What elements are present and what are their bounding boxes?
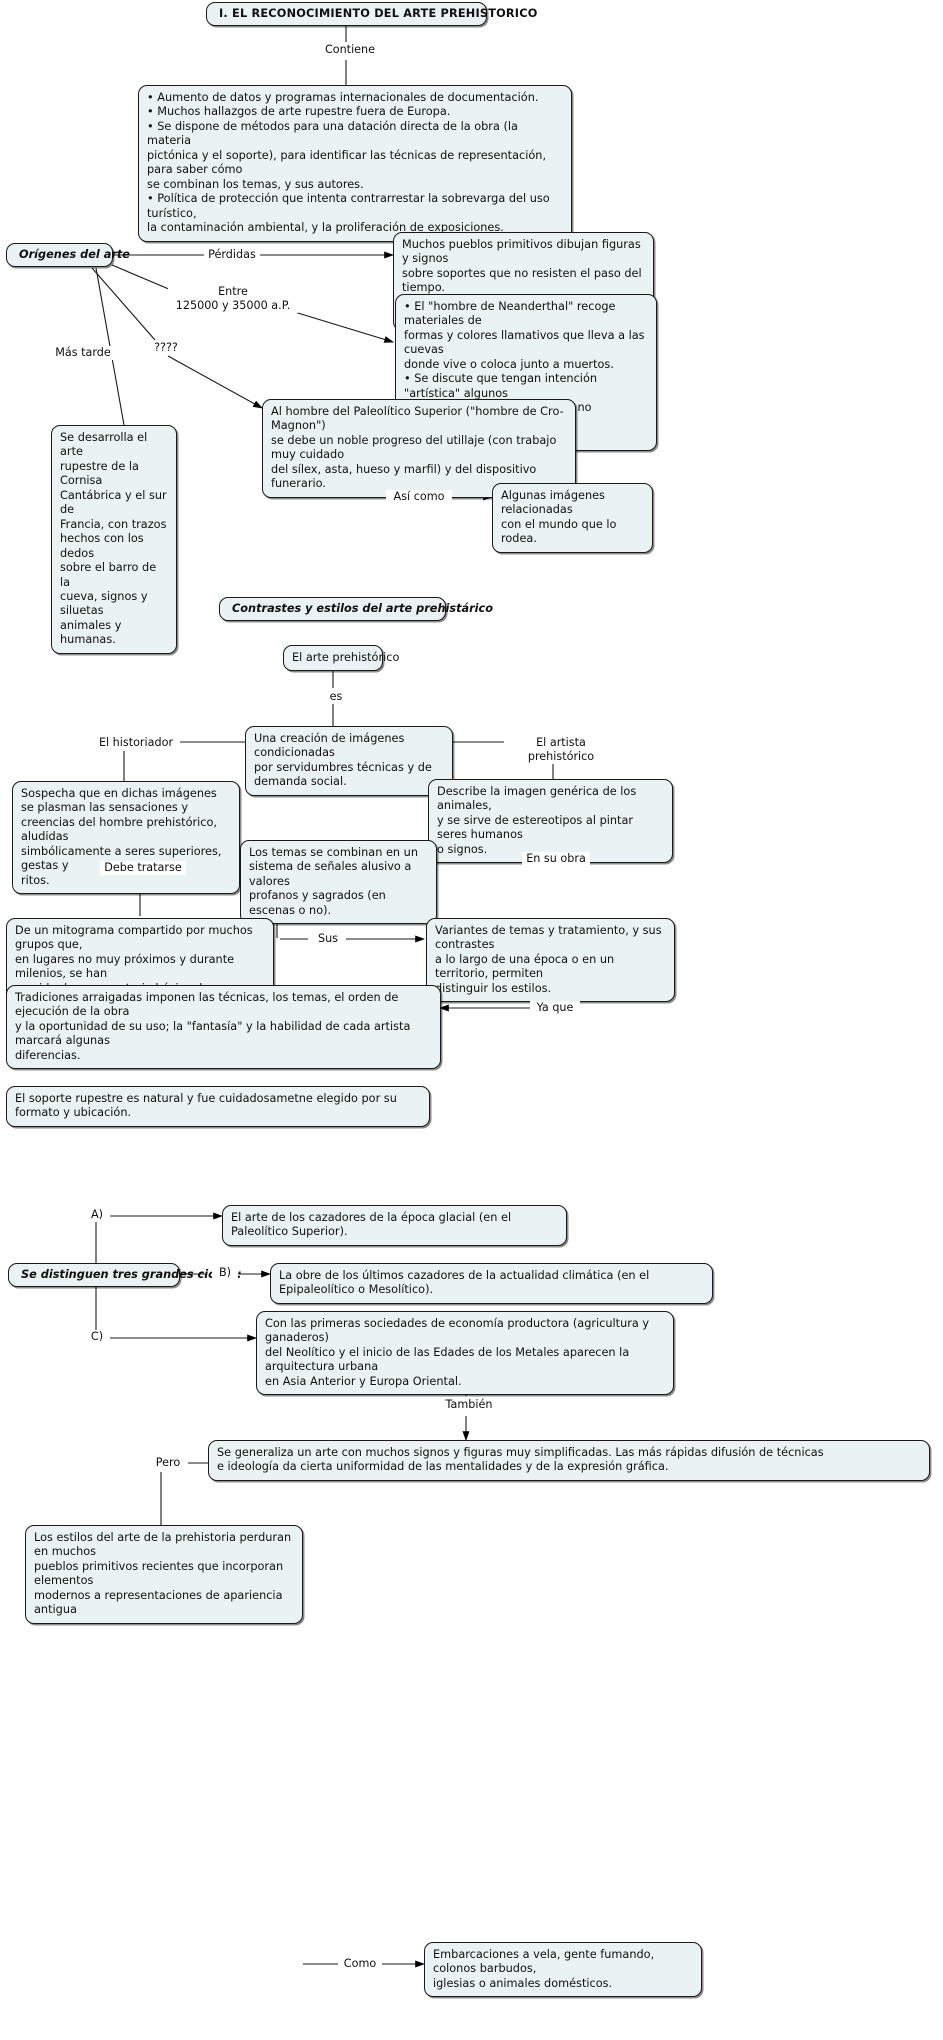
edge-label-el-artista: El artista prehistórico	[504, 736, 618, 764]
node-el-arte-prehistorico: El arte prehistórico	[283, 645, 399, 672]
edge-label-pero: Pero	[148, 1456, 188, 1470]
edge-label-como: Como	[338, 1957, 382, 1971]
box-algunas-imagenes: Algunas imágenes relacionadas con el mun…	[492, 483, 653, 553]
box-ciclo-a: El arte de los cazadores de la época gla…	[222, 1205, 567, 1246]
edge-label-asi-como: Así como	[386, 490, 452, 504]
edge-label-entre: Entre 125000 y 35000 a.P.	[168, 285, 298, 313]
box-los-temas: Los temas se combinan en un sistema de s…	[240, 840, 437, 925]
edge-label-el-historiador: El historiador	[92, 736, 180, 750]
node-origenes-del-arte: Orígenes del arte	[6, 243, 130, 268]
edge-label-mas-tarde: Más tarde	[48, 346, 118, 360]
edge-label-contiene: Contiene	[318, 43, 382, 57]
box-tradiciones: Tradiciones arraigadas imponen las técni…	[6, 985, 441, 1070]
edge-label-debe-tratarse: Debe tratarse	[100, 861, 186, 875]
edge-label-c: C)	[84, 1330, 110, 1344]
box-sospecha: Sospecha que en dichas imágenes se plasm…	[12, 781, 240, 895]
node-una-creacion: Una creación de imágenes condicionadas p…	[245, 726, 453, 796]
edge-label-b: B)	[212, 1266, 238, 1280]
box-arte-rupestre-cornisa: Se desarrolla el arte rupestre de la Cor…	[51, 425, 177, 654]
section1-contents-box: • Aumento de datos y programas internaci…	[138, 85, 572, 242]
edge-label-es: es	[322, 690, 350, 704]
edge-label-ya-que: Ya que	[530, 1001, 580, 1015]
box-describe: Describe la imagen genérica de los anima…	[428, 779, 673, 864]
box-se-generaliza: Se generaliza un arte con muchos signos …	[208, 1440, 930, 1481]
box-embarcaciones: Embarcaciones a vela, gente fumando, col…	[424, 1942, 702, 1998]
box-ciclo-c: Con las primeras sociedades de economía …	[256, 1311, 674, 1396]
box-soporte-rupestre: El soporte rupestre es natural y fue cui…	[6, 1086, 430, 1127]
section3-title: Contrastes y estilos del arte prehistári…	[219, 597, 493, 622]
box-ciclo-b: La obre de los últimos cazadores de la a…	[270, 1263, 713, 1304]
node-tres-grandes-ciclos: Se distinguen tres grandes ciclos :	[8, 1263, 242, 1288]
edge-label-a: A)	[84, 1208, 110, 1222]
box-variantes: Variantes de temas y tratamiento, y sus …	[426, 918, 675, 1003]
edge-label-en-su-obra: En su obra	[522, 852, 590, 866]
edge-label-tambien: También	[440, 1398, 498, 1412]
section1-title: I. EL RECONOCIMIENTO DEL ARTE PREHISTORI…	[206, 2, 537, 27]
box-cro-magnon: Al hombre del Paleolítico Superior ("hom…	[262, 399, 576, 498]
edge-label-interrogacion: ????	[146, 341, 186, 355]
box-los-estilos: Los estilos del arte de la prehistoria p…	[25, 1525, 303, 1624]
edge-label-sus: Sus	[310, 932, 346, 946]
edge-label-perdidas: Pérdidas	[204, 248, 260, 262]
